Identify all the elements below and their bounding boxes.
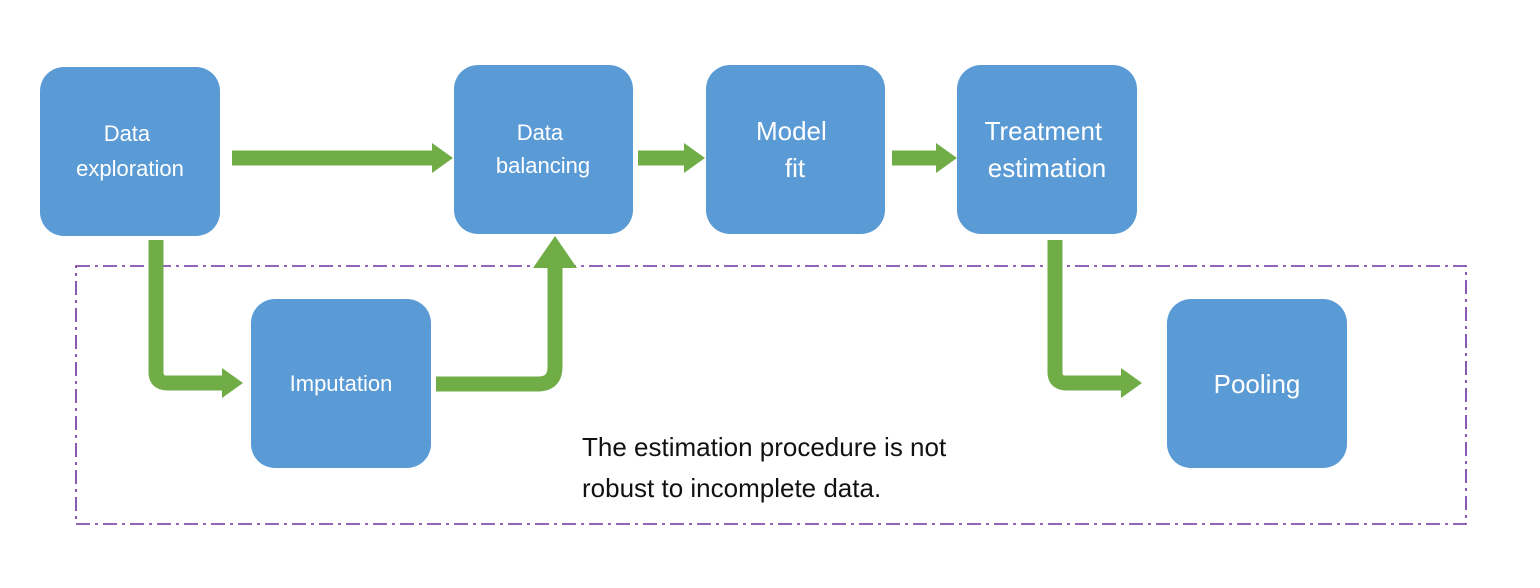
svg-text:Data balancing: Data balancing <box>496 120 590 178</box>
note-line: robust to incomplete data. <box>582 473 881 503</box>
svg-text:Imputation: Imputation <box>290 371 393 396</box>
node-data-balancing: Data balancing <box>454 65 633 234</box>
node-label: Imputation <box>290 371 393 396</box>
node-data-exploration: Data exploration <box>40 67 220 236</box>
node-label: estimation <box>988 153 1107 183</box>
svg-text:Data exploration: Data exploration <box>76 121 184 181</box>
node-model-fit: Model fit <box>706 65 885 234</box>
node-label: Model <box>756 116 827 146</box>
arrow-exploration-to-balancing <box>232 143 453 173</box>
node-pooling: Pooling <box>1167 299 1347 468</box>
arrow-exploration-to-imputation <box>148 240 243 398</box>
node-label: Data <box>517 120 564 145</box>
node-label: Treatment <box>985 116 1103 146</box>
node-treatment-estimation: Treatment estimation <box>957 65 1137 234</box>
node-imputation: Imputation <box>251 299 431 468</box>
svg-text:Pooling: Pooling <box>1214 369 1301 399</box>
robustness-note: The estimation procedure is not robust t… <box>582 432 953 503</box>
arrow-imputation-to-balancing <box>436 236 577 392</box>
node-label: Data <box>104 121 151 146</box>
svg-text:Treatment estimation: Treatment estimation <box>985 116 1110 183</box>
node-label: exploration <box>76 156 184 181</box>
svg-text:Model fit: Model fit <box>756 116 834 183</box>
arrow-model-fit-to-treatment <box>892 143 957 173</box>
arrow-balancing-to-model-fit <box>638 143 705 173</box>
node-label: balancing <box>496 153 590 178</box>
incomplete-data-region <box>75 265 1467 525</box>
node-label: fit <box>785 153 806 183</box>
arrow-treatment-to-pooling <box>1047 240 1142 398</box>
note-line: The estimation procedure is not <box>582 432 947 462</box>
node-label: Pooling <box>1214 369 1301 399</box>
